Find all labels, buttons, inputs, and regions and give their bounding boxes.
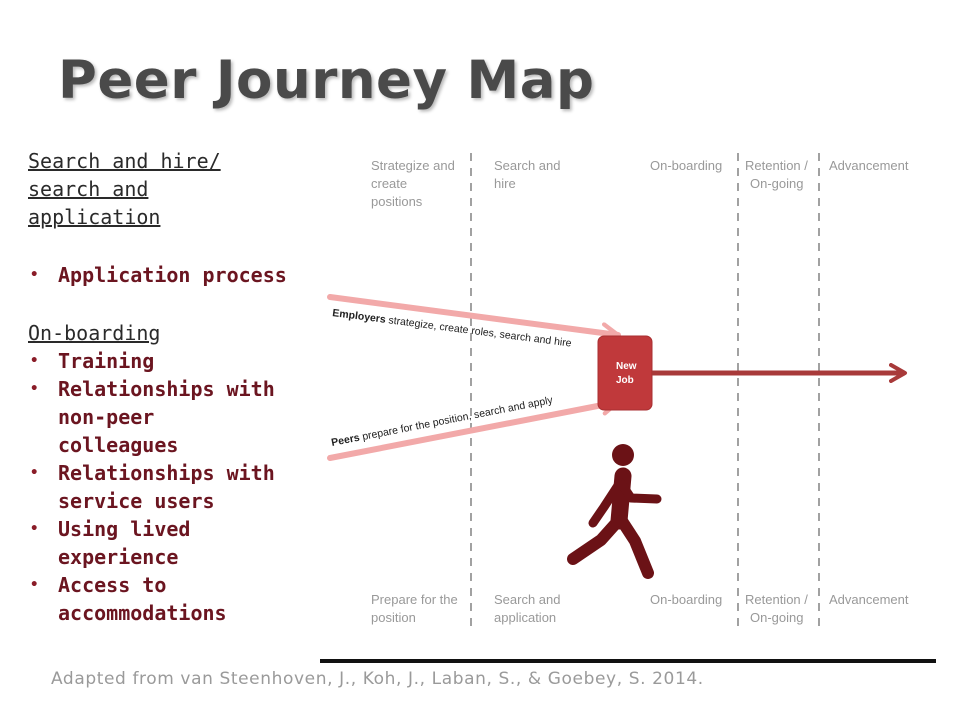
bullet-dot-icon: •	[30, 577, 39, 593]
section-heading-search-and-hire: Search and hire/ search and application	[28, 147, 298, 231]
top-stage-labels: Strategize and create positions Search a…	[371, 158, 909, 209]
stage-label-strategize: Strategize and create positions	[371, 158, 458, 209]
bullet-item: • Relationships with service users	[28, 459, 298, 515]
bullet-dot-icon: •	[30, 465, 39, 481]
bullet-item: • Training	[28, 347, 298, 375]
stage-label-search-and-application: Search and application	[494, 592, 564, 625]
citation-text: Adapted from van Steenhoven, J., Koh, J.…	[51, 669, 704, 689]
stage-label-retention: Retention / On-going	[745, 158, 812, 191]
bullet-line: experience	[58, 545, 179, 569]
heading-line: search and	[28, 177, 149, 201]
bullet-line: Application process	[58, 263, 287, 287]
search-and-hire-bullet-list: • Application process	[28, 261, 298, 289]
on-boarding-bullet-list: • Training • Relationships with non-peer…	[28, 347, 298, 627]
bullet-line: Relationships with	[58, 377, 275, 401]
stage-label-prepare: Prepare for the position	[371, 592, 461, 625]
stage-label-retention: Retention / On-going	[745, 592, 812, 625]
bullet-line: service users	[58, 489, 215, 513]
bullet-item: • Relationships with non-peer colleagues	[28, 375, 298, 459]
new-job-label: New Job	[616, 361, 639, 386]
peer-journey-diagram: Strategize and create positions Search a…	[327, 153, 909, 632]
bullet-dot-icon: •	[30, 381, 39, 397]
stage-label-advancement: Advancement	[829, 592, 909, 607]
heading-line: application	[28, 205, 161, 229]
stage-label-advancement: Advancement	[829, 158, 909, 173]
bullet-line: Access to	[58, 573, 167, 597]
stage-label-on-boarding: On-boarding	[650, 592, 722, 607]
bullet-dot-icon: •	[30, 267, 39, 283]
bullet-line: Training	[58, 349, 155, 373]
bottom-stage-labels: Prepare for the position Search and appl…	[371, 592, 909, 625]
new-job-box	[597, 335, 653, 411]
citation-rule	[320, 659, 936, 663]
bullet-item: • Application process	[28, 261, 298, 289]
bullet-item: • Access to accommodations	[28, 571, 298, 627]
peers-arrow	[327, 394, 621, 461]
walking-person-icon	[567, 444, 662, 579]
bullet-line: colleagues	[58, 433, 179, 457]
bullet-line: Using lived	[58, 517, 191, 541]
bullet-line: Relationships with	[58, 461, 275, 485]
bullet-dot-icon: •	[30, 353, 39, 369]
stage-label-search-and-hire: Search and hire	[494, 158, 564, 191]
bullet-line: non-peer	[58, 405, 155, 429]
left-text-panel: Search and hire/ search and application …	[28, 147, 298, 627]
heading-line: Search and hire/	[28, 149, 221, 173]
employers-arrow	[327, 294, 621, 344]
slide-title: Peer Journey Map	[58, 50, 595, 111]
stage-label-on-boarding: On-boarding	[650, 158, 722, 173]
bullet-line: accommodations	[58, 601, 227, 625]
bullet-item: • Using lived experience	[28, 515, 298, 571]
section-heading-on-boarding: On-boarding	[28, 321, 161, 345]
bullet-dot-icon: •	[30, 521, 39, 537]
